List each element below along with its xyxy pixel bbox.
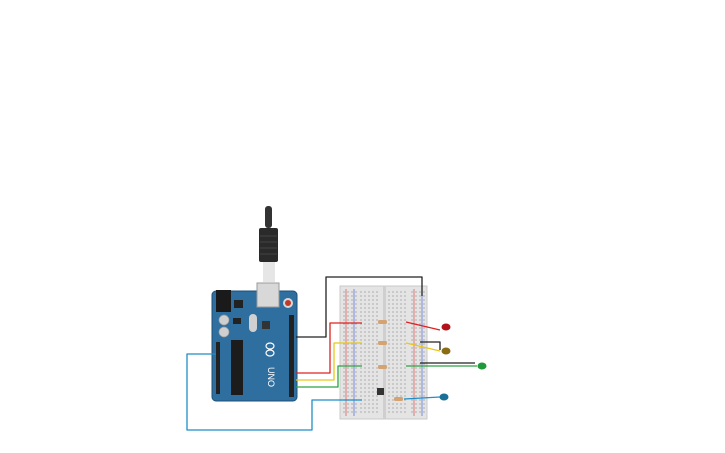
- usb-cable[interactable]: [259, 206, 278, 282]
- board-model-label: UNO: [266, 367, 276, 387]
- blue-led-wire[interactable]: [403, 396, 441, 400]
- red-led[interactable]: [441, 323, 451, 331]
- black-led-return-wire[interactable]: [420, 341, 475, 364]
- green-led[interactable]: [477, 362, 487, 370]
- red-signal-wire[interactable]: [296, 322, 362, 374]
- breadboard[interactable]: [339, 285, 428, 420]
- usb-port: [256, 282, 280, 308]
- red-led-wire[interactable]: [405, 321, 441, 331]
- breadboard-center-channel: [383, 286, 386, 419]
- green-signal-wire[interactable]: [296, 365, 362, 388]
- crystal-oscillator: [249, 314, 257, 332]
- arduino-uno-board[interactable]: UNO: [211, 282, 298, 402]
- infinity-logo-icon: [265, 342, 275, 357]
- resistor-1: [378, 320, 387, 324]
- analog-pin-header[interactable]: [216, 342, 220, 394]
- black-gnd-wire[interactable]: [296, 276, 423, 338]
- power-jack: [216, 290, 231, 312]
- resistor-2: [378, 341, 387, 345]
- resistor-4: [394, 397, 403, 401]
- blue-led[interactable]: [439, 393, 449, 401]
- push-button[interactable]: [377, 388, 384, 395]
- atmega-chip: [231, 340, 243, 395]
- breadboard-holes: [343, 291, 425, 413]
- yellow-signal-wire[interactable]: [296, 342, 362, 381]
- yellow-led-wire[interactable]: [405, 342, 441, 352]
- resistor-3: [378, 365, 387, 369]
- blue-signal-wire[interactable]: [186, 353, 362, 431]
- digital-pin-header[interactable]: [289, 315, 294, 397]
- yellow-led[interactable]: [441, 347, 451, 355]
